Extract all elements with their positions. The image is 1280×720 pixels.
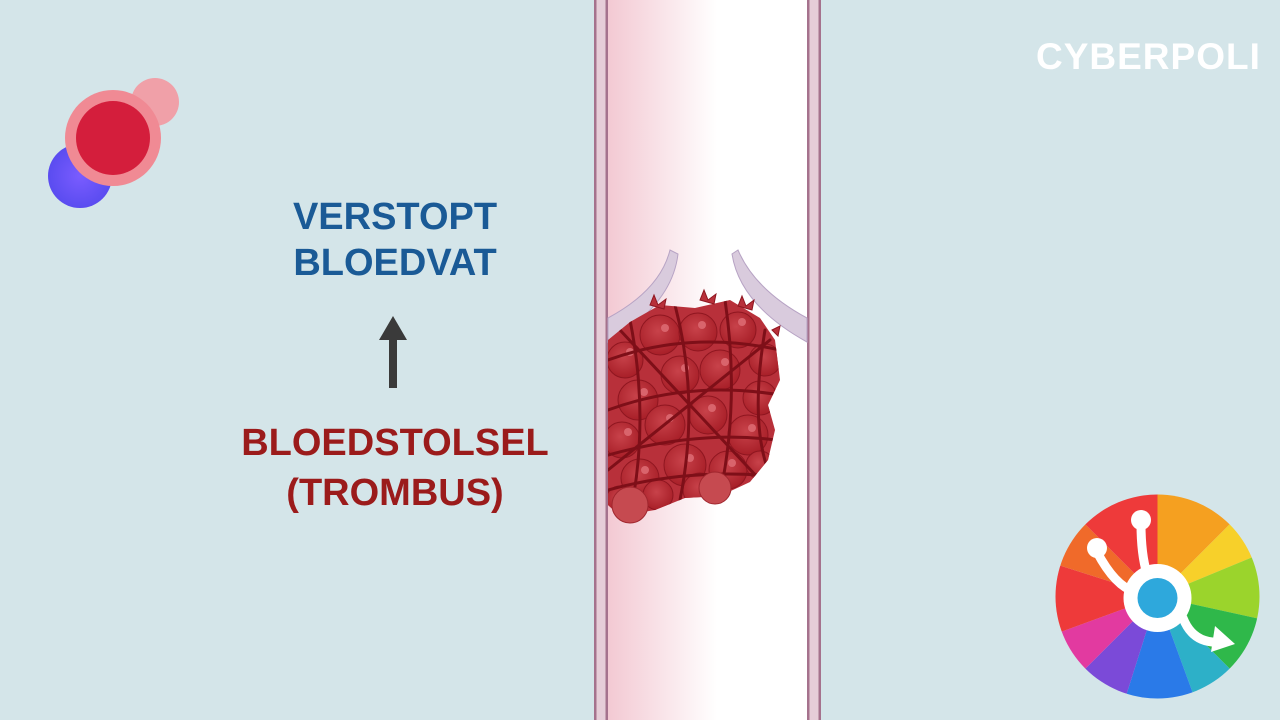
vessel-wall-right bbox=[807, 0, 821, 720]
blocked-vessel-line2: BLOEDVAT bbox=[293, 242, 497, 284]
blood-clot-line1: BLOEDSTOLSEL bbox=[241, 422, 549, 464]
valve-flap-right bbox=[731, 249, 808, 343]
blocked-vessel-line1: VERSTOPT bbox=[292, 196, 498, 238]
blood-clot-label: BLOEDSTOLSEL (TROMBUS) bbox=[230, 418, 560, 518]
blood-clot-line2: (TROMBUS) bbox=[286, 472, 504, 514]
blood-cells-logo-icon bbox=[48, 78, 179, 208]
blocked-vessel-label: VERSTOPT BLOEDVAT bbox=[240, 194, 550, 286]
vessel-wall-left bbox=[594, 0, 608, 720]
cyberpoli-wordmark: CYBERPOLI bbox=[1036, 36, 1261, 77]
arrow-up-icon bbox=[379, 316, 407, 388]
cyberpoli-wheel-icon bbox=[1055, 494, 1260, 699]
blood-vessel-diagram bbox=[594, 0, 821, 720]
blood-clot bbox=[608, 288, 781, 524]
